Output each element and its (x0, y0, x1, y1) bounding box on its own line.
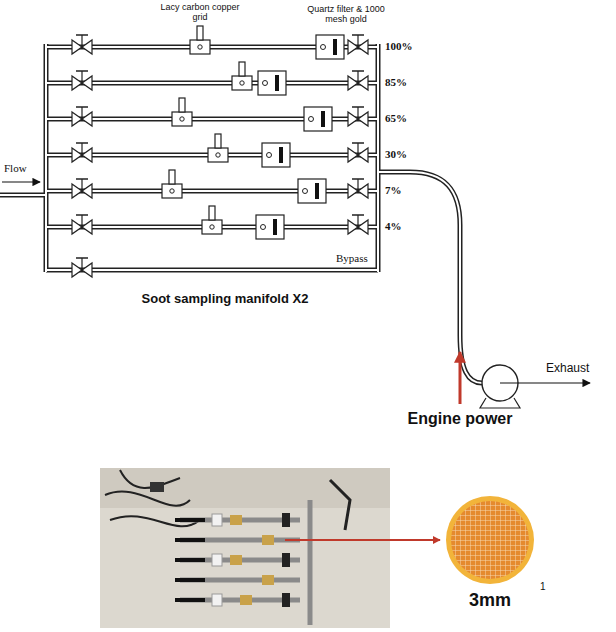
filter-holders (256, 35, 344, 239)
power-percent: 7% (385, 184, 402, 197)
power-percent: 30% (385, 148, 407, 161)
power-percent: 65% (385, 112, 407, 125)
caption: Soot sampling manifold X2 (60, 292, 390, 307)
flow-label: Flow (4, 162, 27, 175)
zoom-arrow (285, 539, 440, 541)
engine-power-label: Engine power (404, 410, 516, 428)
flow-arrow (2, 181, 40, 182)
manifold-photo (100, 468, 390, 628)
dimension-label: 3mm (446, 590, 534, 611)
part-name: Quartz filter & 1000 mesh gold (298, 4, 394, 25)
power-percent: 85% (385, 76, 407, 89)
exhaust-label: Exhaust (546, 362, 589, 376)
tem-grid (446, 496, 534, 584)
grid-holders (162, 26, 252, 234)
bypass-label: Bypass (336, 252, 368, 265)
inlet-valves (72, 35, 92, 277)
engine-power-arrow (459, 352, 462, 404)
footnote-number: 1 (540, 581, 546, 593)
outlet-valves (348, 35, 368, 234)
pipe-core (0, 44, 482, 383)
part-name: Lacy carbon copper grid (158, 2, 242, 23)
power-percent: 4% (385, 220, 402, 233)
power-percent: 100% (385, 40, 413, 53)
pipe-outline (0, 44, 482, 383)
